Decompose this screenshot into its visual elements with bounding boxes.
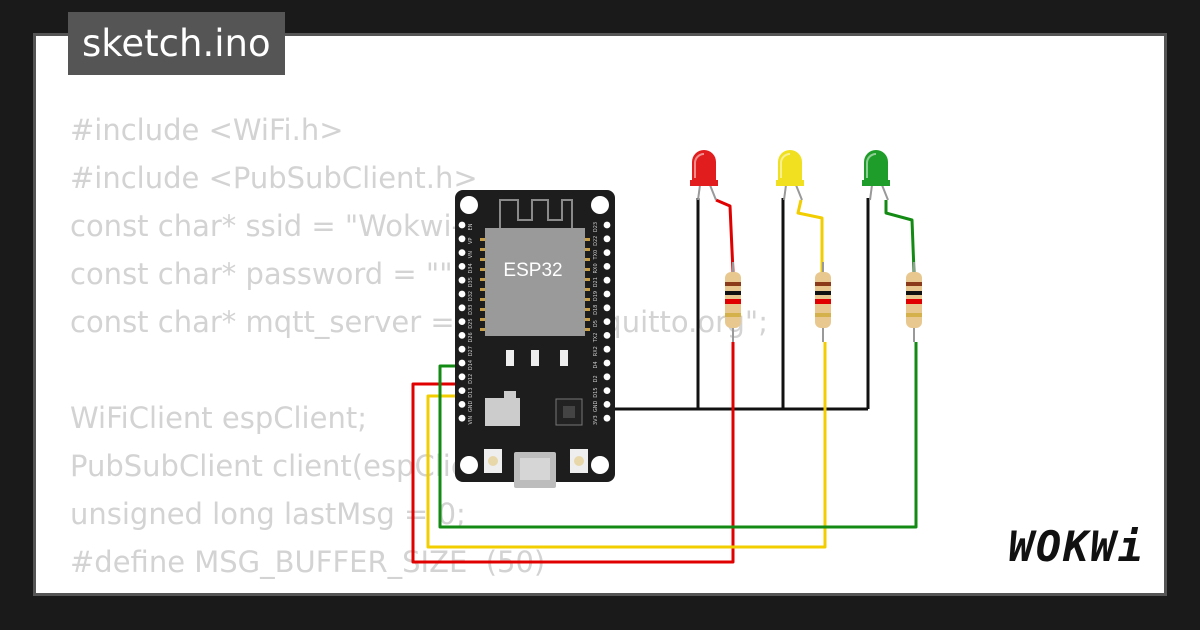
- pin-hole[interactable]: [458, 359, 466, 367]
- code-line: unsigned long lastMsg = 0;: [70, 497, 466, 531]
- code-line: #include <WiFi.h>: [70, 113, 344, 147]
- leds: [690, 150, 890, 201]
- chip-label: ESP32: [503, 260, 562, 281]
- resistor-green-led[interactable]: [906, 262, 922, 342]
- code-line: #include <PubSubClient.h>: [70, 161, 478, 195]
- pin-label: D2: [593, 375, 599, 382]
- pin-hole[interactable]: [458, 304, 466, 312]
- pin-hole[interactable]: [458, 318, 466, 325]
- pin-label: TX0: [593, 250, 599, 261]
- pin-label: D12: [468, 374, 474, 384]
- pin-label: D22: [593, 236, 599, 246]
- pin-hole[interactable]: [458, 263, 466, 270]
- pin-label: D33: [468, 305, 474, 315]
- pin-label: D32: [468, 291, 474, 301]
- pin-label: D21: [593, 277, 599, 287]
- pin-hole[interactable]: [458, 373, 466, 381]
- wire-red: [411, 198, 735, 564]
- pin-label: D35: [468, 277, 474, 287]
- pin-hole[interactable]: [458, 290, 466, 298]
- pin-label: D5: [593, 320, 599, 327]
- pin-label: D23: [593, 222, 599, 232]
- pin-label: D34: [468, 263, 474, 273]
- wires: [411, 198, 918, 564]
- file-title: sketch.ino: [68, 12, 285, 75]
- pin-label: D26: [468, 332, 474, 342]
- esp32-module: [485, 228, 585, 336]
- pin-hole[interactable]: [458, 401, 466, 408]
- code-line: const char* password = "";: [70, 257, 463, 291]
- pin-hole[interactable]: [458, 221, 466, 229]
- led-red[interactable]: [690, 150, 718, 201]
- wire-ground: [606, 198, 870, 411]
- pin-label: RX0: [593, 263, 599, 273]
- pin-label: GND: [593, 401, 599, 413]
- pin-label: GND: [468, 401, 474, 413]
- pin-hole[interactable]: [458, 332, 466, 339]
- pin-label: TX2: [593, 333, 599, 344]
- code-line: WiFiClient espClient;: [70, 401, 367, 435]
- pin-label: D15: [593, 387, 599, 397]
- pin-hole[interactable]: [603, 332, 611, 339]
- pin-hole[interactable]: [603, 249, 611, 256]
- pin-hole[interactable]: [603, 373, 611, 381]
- pin-label: 3V3: [593, 415, 599, 425]
- pin-hole[interactable]: [603, 290, 611, 298]
- pin-hole[interactable]: [603, 276, 611, 284]
- resistor-yellow-led[interactable]: [815, 262, 831, 342]
- pin-hole[interactable]: [458, 249, 466, 256]
- pin-label: VN: [468, 251, 474, 258]
- wokwi-logo: WOKWi: [1008, 522, 1145, 571]
- pin-label: D27: [468, 346, 474, 356]
- pin-hole[interactable]: [603, 359, 611, 367]
- pin-label: D18: [593, 305, 599, 315]
- pin-hole[interactable]: [603, 235, 611, 243]
- pin-hole[interactable]: [603, 318, 611, 325]
- pin-label: D25: [468, 318, 474, 328]
- wire-green: [438, 200, 918, 529]
- pin-label: D14: [468, 360, 474, 370]
- pin-hole[interactable]: [603, 401, 611, 408]
- pin-hole[interactable]: [603, 414, 611, 422]
- pin-label: VIN: [468, 416, 474, 425]
- pin-label: D13: [468, 387, 474, 397]
- resistor-red-led[interactable]: [725, 262, 741, 342]
- pin-hole[interactable]: [603, 304, 611, 312]
- pin-label: RX2: [593, 346, 599, 356]
- pin-hole[interactable]: [458, 345, 466, 353]
- pin-hole[interactable]: [458, 387, 466, 394]
- pin-hole[interactable]: [603, 387, 611, 394]
- pin-label: D19: [593, 291, 599, 301]
- pin-hole[interactable]: [458, 414, 466, 422]
- pin-hole[interactable]: [603, 221, 611, 229]
- pin-hole[interactable]: [458, 276, 466, 284]
- pin-label: EN: [468, 223, 474, 230]
- sketch-card: #include <WiFi.h> #include <PubSubClient.…: [33, 33, 1167, 596]
- code-preview: #include <WiFi.h> #include <PubSubClient.…: [70, 106, 768, 593]
- esp32-board[interactable]: ESP32 ENVPVND34D35D32D33D25D26D27D14D12D…: [455, 190, 615, 488]
- pin-hole[interactable]: [603, 263, 611, 270]
- pin-label: VP: [468, 238, 474, 244]
- led-green[interactable]: [862, 150, 890, 201]
- pin-hole[interactable]: [458, 235, 466, 243]
- led-yellow[interactable]: [776, 150, 804, 201]
- pin-hole[interactable]: [603, 345, 611, 353]
- pin-label: D4: [593, 361, 599, 368]
